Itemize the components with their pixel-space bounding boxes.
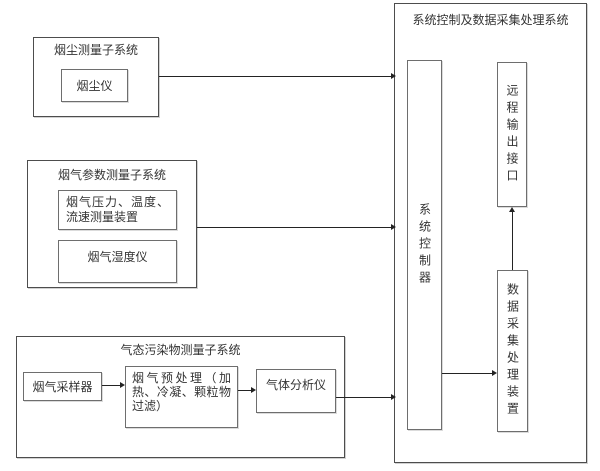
arrow-analyzer-to-control-system [336,394,396,400]
gas-analyzer-box: 气体分析仪 [256,369,336,413]
humidity-meter-box: 烟气湿度仪 [58,240,177,283]
pressure-temp-flow-device-box: 烟气压力、温度、流速测量装置 [58,190,177,230]
flue-gas-sampler-label: 烟气采样器 [32,380,93,394]
remote-output-interface-box: 远程输出接口 [497,62,527,207]
arrow-params-to-control-system [197,224,396,230]
arrow-dust-to-control-system [159,73,396,79]
data-acquisition-device-label: 数据采集处理装置 [505,283,520,419]
dust-subsystem-box: 烟尘测量子系统 [33,37,159,117]
humidity-meter-label: 烟气湿度仪 [87,250,148,264]
remote-output-interface-label: 远程输出接口 [505,83,519,186]
dust-meter-label: 烟尘仪 [76,79,113,93]
dust-subsystem-title: 烟尘测量子系统 [53,43,138,57]
arrow-controller-to-daq-device [442,370,497,376]
flue-gas-sampler-box: 烟气采样器 [23,372,102,401]
arrow-pretreatment-to-analyzer [238,387,256,393]
data-acquisition-device-box: 数据采集处理装置 [497,270,528,432]
control-system-title: 系统控制及数据采集处理系统 [412,13,569,27]
dust-meter-box: 烟尘仪 [61,69,128,102]
system-controller-box: 系统控制器 [407,60,442,430]
arrow-daq-device-to-remote-interface [509,207,515,270]
flue-gas-pretreatment-box: 烟气预处理（加热、冷凝、颗粒物过滤） [125,366,238,428]
pressure-temp-flow-device-label: 烟气压力、温度、流速测量装置 [66,195,169,224]
system-controller-label: 系统控制器 [417,202,432,288]
arrow-sampler-to-pretreatment [102,382,125,388]
flue-gas-pretreatment-label: 烟气预处理（加热、冷凝、颗粒物过滤） [132,371,231,413]
gas-analyzer-label: 气体分析仪 [265,378,326,392]
flue-gas-params-subsystem-title: 烟气参数测量子系统 [57,168,166,182]
gas-pollutant-subsystem-title: 气态污染物测量子系统 [120,343,241,357]
